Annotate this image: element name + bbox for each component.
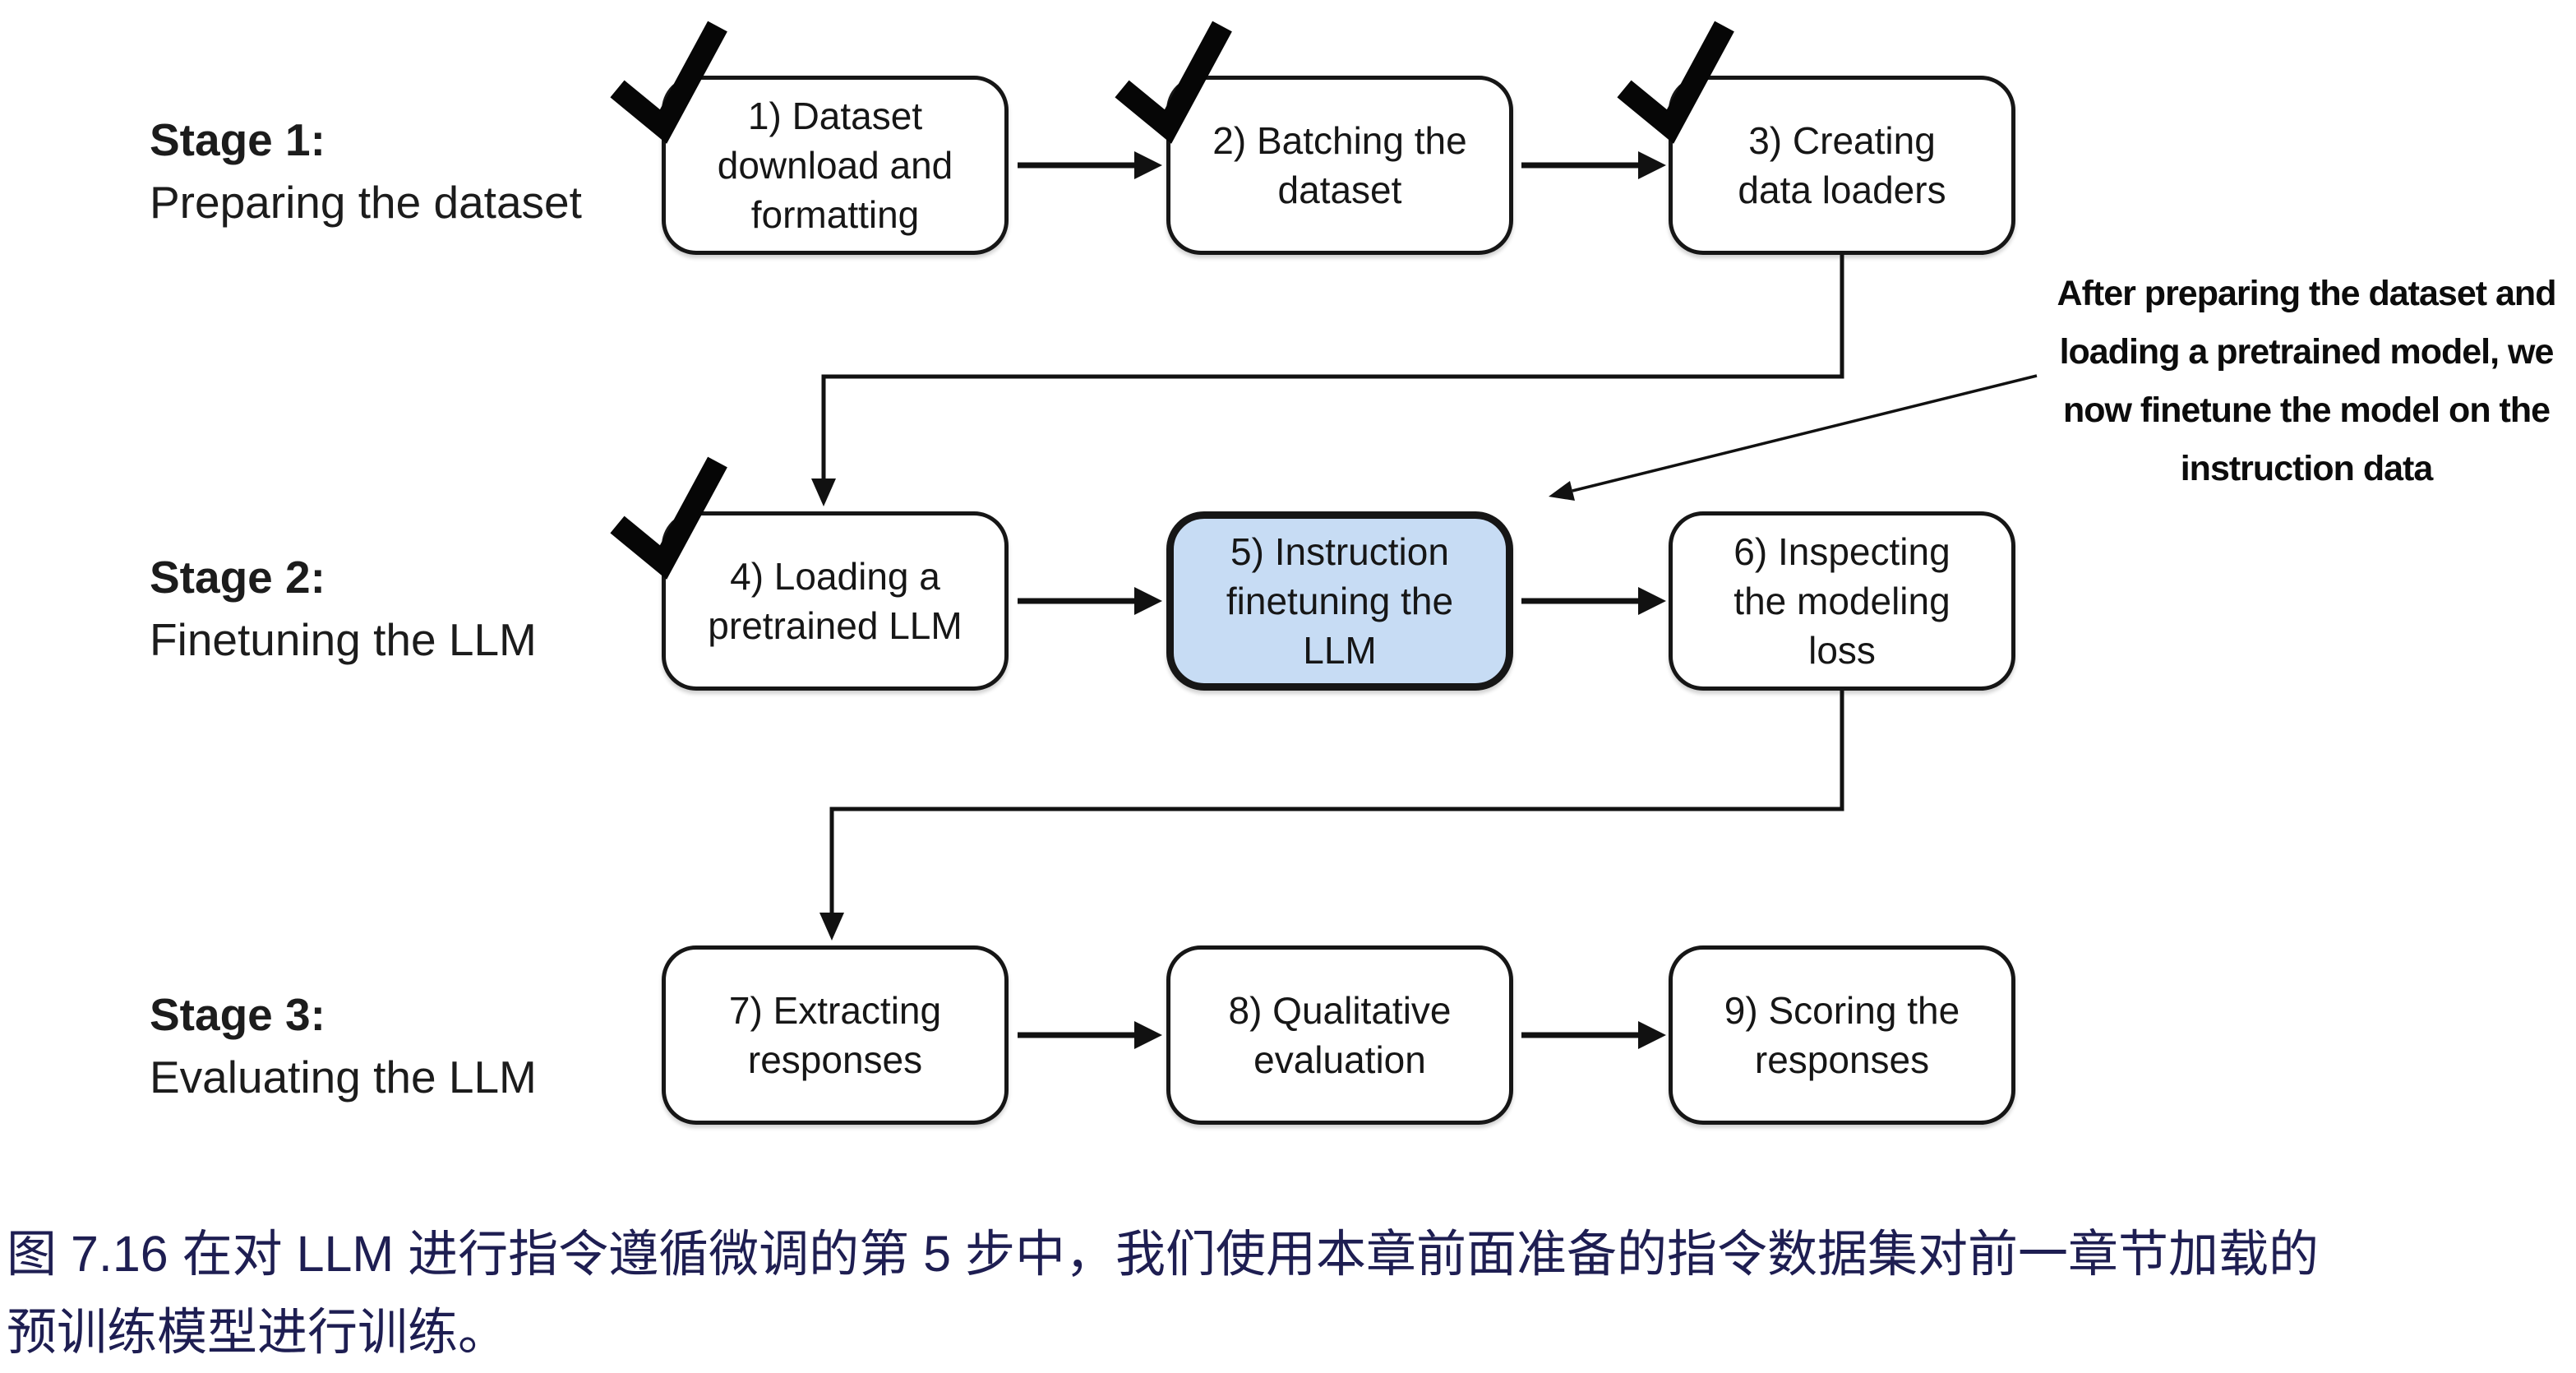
step-3-box: 3) Creating data loaders	[1669, 76, 2015, 255]
step-7-label: 7) Extracting responses	[728, 989, 942, 1081]
stage-2-label: Stage 2: Finetuning the LLM	[150, 546, 537, 671]
step-1-label: 1) Dataset download and formatting	[717, 95, 953, 236]
connector-step-3-to-4	[811, 255, 1844, 506]
stage-3-subtitle: Evaluating the LLM	[150, 1052, 537, 1103]
step-8-label: 8) Qualitative evaluation	[1228, 989, 1452, 1081]
step-4-label: 4) Loading a pretrained LLM	[708, 555, 963, 647]
stage-3-title: Stage 3:	[150, 989, 325, 1040]
stage-2-subtitle: Finetuning the LLM	[150, 614, 537, 665]
stage-1-title: Stage 1:	[150, 114, 325, 165]
step-6-box: 6) Inspecting the modeling loss	[1669, 511, 2015, 691]
step-8-box: 8) Qualitative evaluation	[1166, 945, 1513, 1125]
arrow-step-1-to-2	[1018, 151, 1162, 179]
step-6-label: 6) Inspecting the modeling loss	[1733, 530, 1950, 672]
stage-3-label: Stage 3: Evaluating the LLM	[150, 983, 537, 1108]
annotation-arrow	[1549, 374, 2038, 501]
step-9-label: 9) Scoring the responses	[1724, 989, 1960, 1081]
step-7-box: 7) Extracting responses	[662, 945, 1009, 1125]
figure-caption: 图 7.16 在对 LLM 进行指令遵循微调的第 5 步中，我们使用本章前面准备…	[7, 1226, 2320, 1360]
arrow-step-4-to-5	[1018, 587, 1162, 615]
step-9-box: 9) Scoring the responses	[1669, 945, 2015, 1125]
step-5-box-highlighted: 5) Instruction finetuning the LLM	[1166, 511, 1513, 691]
stage-1-label: Stage 1: Preparing the dataset	[150, 109, 582, 233]
arrow-step-2-to-3	[1521, 151, 1666, 179]
arrow-step-8-to-9	[1521, 1021, 1666, 1049]
stage-2-title: Stage 2:	[150, 552, 325, 603]
annotation-note: After preparing the dataset and loading …	[2057, 274, 2557, 488]
step-2-box: 2) Batching the dataset	[1166, 76, 1513, 255]
step-2-label: 2) Batching the dataset	[1212, 119, 1467, 211]
arrow-step-5-to-6	[1521, 587, 1666, 615]
step-4-box: 4) Loading a pretrained LLM	[662, 511, 1009, 691]
connector-step-6-to-7	[819, 691, 1844, 941]
step-5-label: 5) Instruction finetuning the LLM	[1226, 530, 1454, 672]
arrow-step-7-to-8	[1018, 1021, 1162, 1049]
step-1-box: 1) Dataset download and formatting	[662, 76, 1009, 255]
step-3-label: 3) Creating data loaders	[1738, 119, 1946, 211]
stage-1-subtitle: Preparing the dataset	[150, 177, 582, 228]
